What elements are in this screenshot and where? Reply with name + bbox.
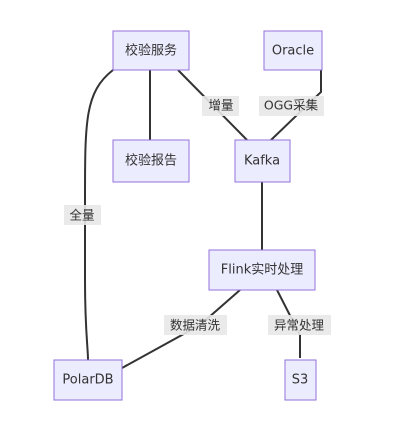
node-flink[interactable]: Flink实时处理	[208, 249, 316, 291]
node-verify-service[interactable]: 校验服务	[112, 30, 190, 71]
edge-verify-to-polardb	[84, 69, 114, 361]
svg-text:Flink实时处理: Flink实时处理	[221, 263, 303, 278]
edge-label-ogg: OGG采集	[259, 96, 324, 116]
svg-text:Kafka: Kafka	[244, 154, 280, 169]
node-oracle[interactable]: Oracle	[263, 30, 323, 71]
edge-oracle-to-kafka	[270, 70, 322, 141]
svg-text:S3: S3	[292, 373, 309, 388]
node-s3[interactable]: S3	[284, 359, 317, 401]
svg-text:OGG采集: OGG采集	[264, 98, 319, 113]
edge-label-full: 全量	[64, 205, 101, 225]
svg-text:Oracle: Oracle	[272, 44, 314, 59]
svg-text:校验报告: 校验报告	[125, 153, 177, 169]
svg-text:数据清洗: 数据清洗	[170, 318, 221, 333]
node-verify-report[interactable]: 校验报告	[112, 139, 190, 183]
node-polardb[interactable]: PolarDB	[53, 359, 123, 401]
svg-text:PolarDB: PolarDB	[62, 373, 113, 388]
edge-label-exception: 异常处理	[268, 315, 331, 335]
svg-text:校验服务: 校验服务	[125, 43, 177, 59]
edge-label-cleaning: 数据清洗	[164, 315, 227, 335]
edge-label-incremental: 增量	[202, 96, 239, 116]
node-kafka[interactable]: Kafka	[234, 139, 291, 183]
svg-text:增量: 增量	[208, 98, 233, 113]
svg-text:全量: 全量	[69, 208, 94, 223]
svg-text:异常处理: 异常处理	[274, 318, 325, 333]
